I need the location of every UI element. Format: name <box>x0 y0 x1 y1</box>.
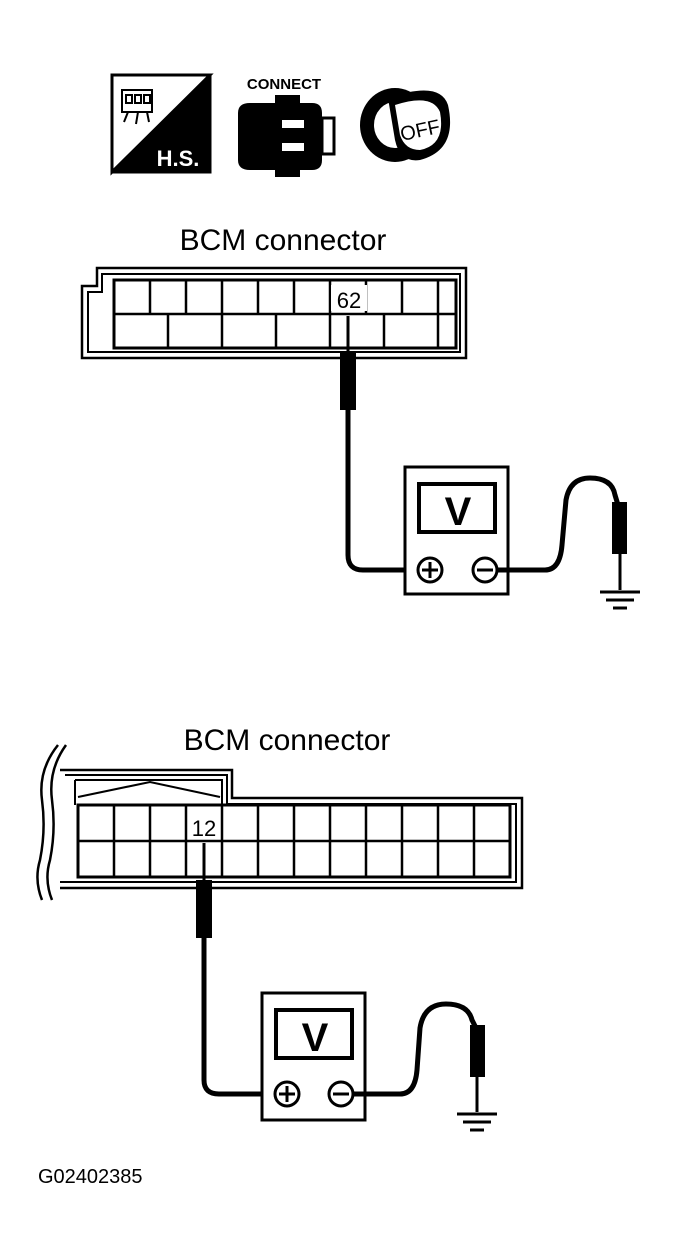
voltmeter: V <box>403 465 510 596</box>
ignition-key-off-icon: OFF <box>360 88 451 162</box>
negative-probe <box>353 1001 485 1112</box>
diagram-2-title: BCM connector <box>184 724 391 757</box>
terminal-12-label: 12 <box>192 816 216 841</box>
voltmeter: V <box>260 991 367 1122</box>
connector-62-housing <box>80 266 468 360</box>
bcm-connector-diagram-2: BCM connector <box>36 724 524 1132</box>
negative-terminal-icon <box>327 1080 355 1108</box>
voltmeter-label: V <box>302 1016 329 1060</box>
hs-icon-label: H.S. <box>157 146 200 171</box>
connect-icon: CONNECT <box>238 76 336 177</box>
positive-terminal-icon <box>273 1080 301 1108</box>
negative-probe <box>497 475 627 590</box>
terminal-62-label: 62 <box>337 288 361 313</box>
positive-probe <box>196 843 275 1097</box>
ground-icon <box>457 1112 497 1132</box>
negative-terminal-icon <box>471 556 499 584</box>
figure-id: G02402385 <box>38 1166 143 1188</box>
connector-12-housing <box>36 744 524 901</box>
positive-probe <box>340 316 418 573</box>
ground-icon <box>600 590 640 610</box>
voltmeter-label: V <box>445 490 472 534</box>
connect-icon-label: CONNECT <box>247 76 321 93</box>
bcm-connector-diagram-1: BCM connector <box>80 224 640 610</box>
diagram-1-title: BCM connector <box>180 224 387 257</box>
positive-terminal-icon <box>416 556 444 584</box>
hs-icon: H.S. <box>110 73 214 176</box>
